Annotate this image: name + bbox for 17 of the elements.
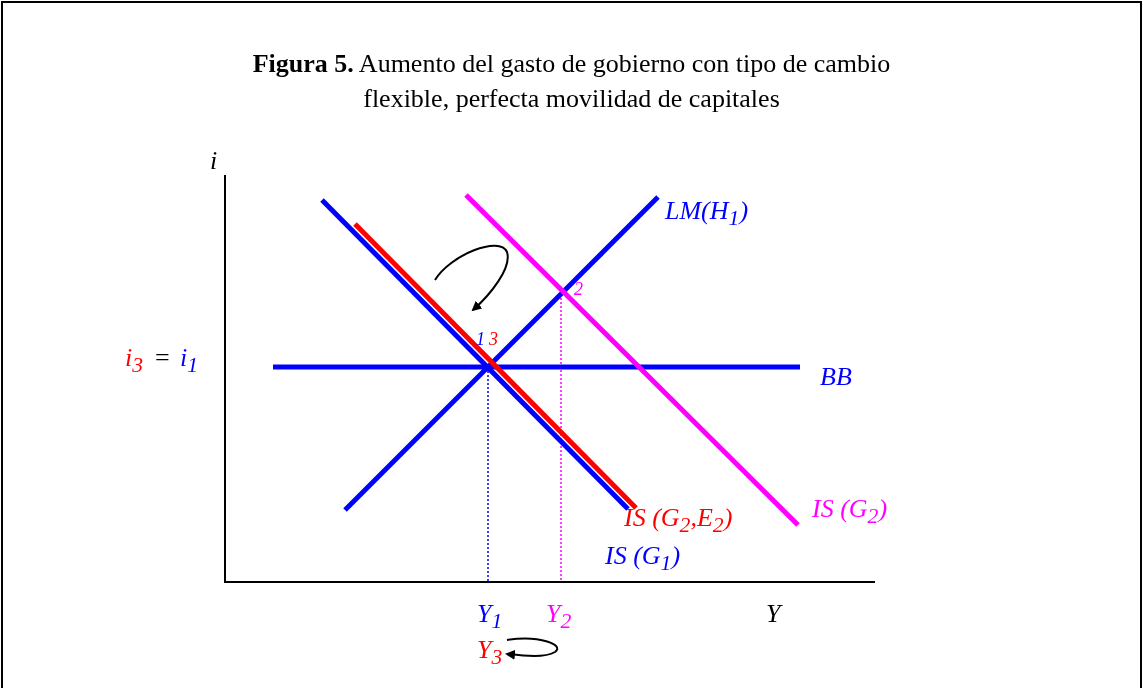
curve-label: IS (G$_{2}$,E$_{2}$) xyxy=(624,505,733,537)
axis-label: i xyxy=(210,148,218,174)
axis-value: Y$_{2}$ xyxy=(546,601,572,633)
curve-label: IS (G$_{2}$) xyxy=(812,496,888,528)
point-label: 3 xyxy=(489,330,498,348)
curve-label: BB xyxy=(820,364,852,390)
curve-label: IS (G$_{1}$) xyxy=(605,543,681,575)
axis-value: i$_{3}$ xyxy=(125,345,144,377)
figure-title: Figura 5. Aumento del gasto de gobierno con tipo de cambio flexible, perfecta movilidad de capitales xyxy=(251,48,892,115)
curve-label: LM(H$_{1}$) xyxy=(665,198,749,230)
point-label: 2 xyxy=(574,280,583,298)
equals-sign: = xyxy=(155,345,170,371)
axis-value: Y$_{1}$ xyxy=(477,601,503,633)
axis-label: Y xyxy=(766,601,781,627)
axis-value: i$_{1}$ xyxy=(180,345,199,377)
point-label: 1 xyxy=(476,330,485,348)
axis-value: Y$_{3}$ xyxy=(477,637,503,669)
